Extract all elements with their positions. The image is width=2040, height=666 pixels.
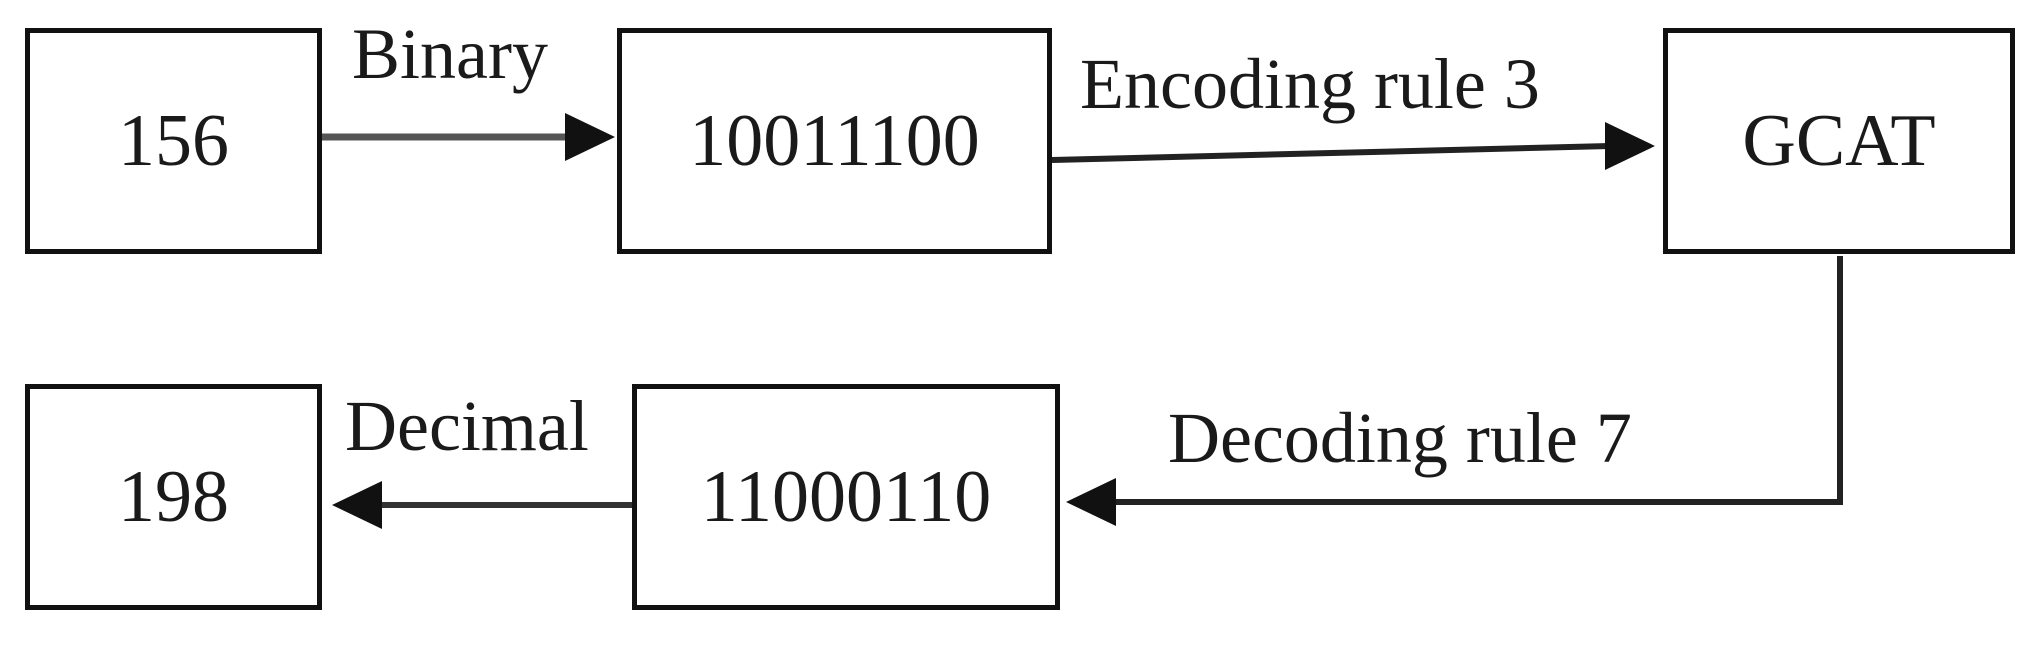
arrow-decoding <box>1108 256 1843 505</box>
node-11000110-label: 11000110 <box>700 455 992 538</box>
node-11000110: 11000110 <box>632 384 1060 610</box>
node-198: 198 <box>25 384 322 610</box>
node-gcat: GCAT <box>1663 28 2015 254</box>
arrowhead-decoding <box>1066 478 1116 526</box>
arrow-encoding <box>1051 143 1611 163</box>
node-156: 156 <box>25 28 322 254</box>
edge-label-decimal: Decimal <box>345 386 589 466</box>
node-156-label: 156 <box>118 99 229 182</box>
arrowhead-encoding <box>1605 122 1655 170</box>
node-10011100-label: 10011100 <box>689 99 980 182</box>
node-10011100: 10011100 <box>617 28 1052 254</box>
edge-label-decoding: Decoding rule 7 <box>1168 398 1632 478</box>
node-198-label: 198 <box>118 455 229 538</box>
arrowhead-decimal <box>332 481 382 529</box>
edge-label-binary: Binary <box>352 14 548 94</box>
node-gcat-label: GCAT <box>1742 99 1936 182</box>
edge-label-encoding: Encoding rule 3 <box>1080 44 1540 124</box>
arrowhead-binary <box>565 113 615 161</box>
